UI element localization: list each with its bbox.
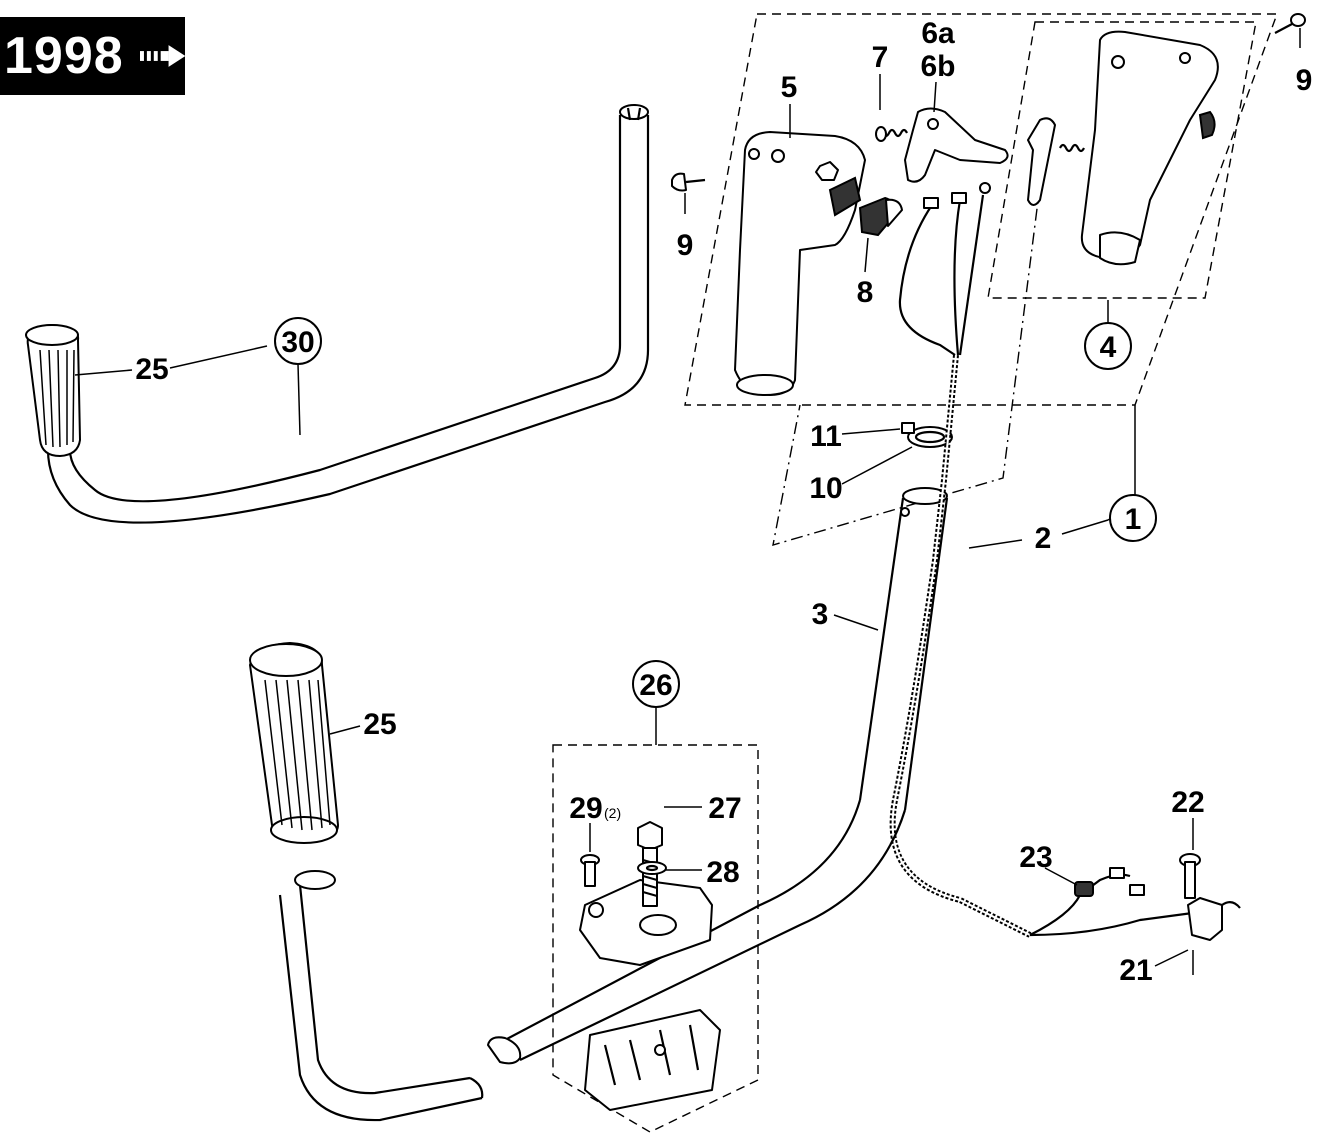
grip-lower — [249, 642, 339, 844]
label-7: 7 — [872, 41, 889, 74]
clamp-top — [579, 879, 713, 966]
circle-1 — [1109, 494, 1157, 542]
arrow-right-icon — [139, 45, 185, 67]
circle-30 — [274, 317, 322, 365]
label-21: 21 — [1119, 954, 1152, 987]
trigger-6 — [904, 107, 1009, 183]
spring-7 — [875, 126, 908, 142]
label-30: 30 — [281, 326, 314, 359]
circle-26 — [632, 660, 680, 708]
label-23: 23 — [1019, 841, 1052, 874]
screw-22 — [1179, 853, 1201, 899]
switch-wiring-23 — [1029, 867, 1201, 937]
grip-upper — [25, 324, 81, 457]
label-1: 1 — [1125, 503, 1142, 536]
circle-4 — [1084, 322, 1132, 370]
label-25-upper: 25 — [135, 353, 168, 386]
label-26: 26 — [639, 669, 672, 702]
assembly-1-lower-outline — [772, 184, 1041, 546]
assembly-4-outline — [987, 21, 1257, 299]
assembly-26-outline — [552, 744, 759, 1133]
label-11: 11 — [810, 420, 842, 453]
label-10: 10 — [809, 472, 842, 505]
washer-28 — [637, 861, 667, 875]
label-6b: 6b — [920, 50, 955, 83]
cable-2 — [889, 354, 1032, 938]
screw-29 — [580, 854, 600, 887]
handle-half-5 — [734, 131, 866, 396]
handle-wiring — [898, 182, 991, 356]
screw-9-right — [1274, 13, 1306, 34]
trigger-lever-4 — [1027, 117, 1085, 206]
year-badge: 1998 — [0, 17, 185, 95]
switch-8 — [858, 196, 903, 237]
label-29-qty: (2) — [604, 805, 621, 821]
label-22: 22 — [1171, 786, 1204, 819]
label-6a: 6a — [921, 17, 955, 50]
label-4: 4 — [1100, 331, 1117, 364]
screw-11 — [901, 422, 915, 434]
label-8: 8 — [857, 276, 874, 309]
shaft-3 — [858, 487, 949, 811]
year-text: 1998 — [4, 27, 124, 85]
upper-handlebar — [46, 104, 650, 524]
clamp-10 — [907, 426, 953, 448]
clamp-bottom — [584, 1009, 721, 1111]
label-29: 29 — [569, 792, 602, 825]
label-9-left: 9 — [677, 229, 694, 262]
handle-half-4 — [1080, 30, 1219, 266]
label-25-lower: 25 — [363, 708, 396, 741]
label-2: 2 — [1035, 522, 1052, 555]
switch-21 — [1187, 897, 1241, 941]
screw-9-left — [671, 172, 706, 192]
label-27: 27 — [708, 792, 741, 825]
lower-handlebar — [278, 799, 907, 1122]
label-5: 5 — [781, 71, 798, 104]
label-9-right: 9 — [1296, 64, 1313, 97]
label-28: 28 — [706, 856, 739, 889]
label-3: 3 — [812, 598, 829, 631]
